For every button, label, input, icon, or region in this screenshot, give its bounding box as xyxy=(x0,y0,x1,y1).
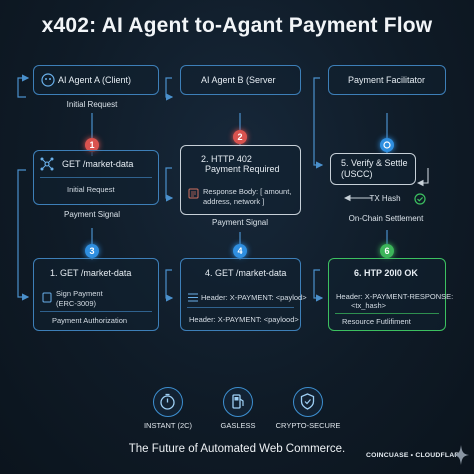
server-header-box: AI Agent B (Server xyxy=(180,65,301,95)
label-tx-hash: TX Hash xyxy=(369,194,401,203)
server-get-line1: Header: X-PAYMENT: <paylod> xyxy=(201,293,307,302)
check-circle-icon xyxy=(414,193,426,205)
sparkle-icon xyxy=(453,445,469,465)
facilitator-ok-line2: <tx_hash> xyxy=(351,301,387,310)
client-sign-box: 1. GET /market-data Sign Payment (ERC-30… xyxy=(33,258,159,331)
facilitator-verify-line1: 5. Verify & Settle xyxy=(341,158,408,168)
feature-instant-label: INSTANT (2C) xyxy=(143,421,193,430)
list-icon xyxy=(188,293,198,302)
client-header: AI Agent A (Client) xyxy=(58,75,132,85)
client-sign-line1: Sign Payment xyxy=(56,289,103,298)
feature-secure-label: CRYPTO-SECURE xyxy=(275,421,341,430)
server-402-title-line2: Payment Required xyxy=(205,164,280,174)
server-get-line2: Header: X-PAYMENT: <paylood> xyxy=(189,315,299,324)
client-get-title: GET /market-data xyxy=(62,159,134,169)
step-2-badge: 2 xyxy=(233,130,247,144)
client-header-box: AI Agent A (Client) xyxy=(33,65,159,95)
label-onchain-settlement: On-Chain Settlement xyxy=(348,214,424,223)
gear-icon xyxy=(383,141,391,149)
shield-icon xyxy=(300,393,315,410)
client-get-subtitle: Initial Request xyxy=(67,185,115,194)
fuel-pump-icon xyxy=(232,394,244,409)
step-1-badge: 1 xyxy=(85,138,99,152)
wallet-icon xyxy=(42,292,52,303)
client-sign-line2: (ERC-3009) xyxy=(56,299,97,308)
brand-footer: COINCUASE • CLOUDFLARE xyxy=(366,452,465,459)
stopwatch-icon xyxy=(160,393,175,410)
step-5-badge xyxy=(380,138,394,152)
robot-icon xyxy=(41,73,55,87)
facilitator-header: Payment Facilitator xyxy=(348,75,426,85)
server-get-title: 4. GET /market-data xyxy=(205,268,287,278)
facilitator-verify-box: 5. Verify & Settle (USCC) xyxy=(330,153,416,185)
feature-instant xyxy=(153,387,183,417)
divider xyxy=(187,307,294,308)
server-get-box: 4. GET /market-data Header: X-PAYMENT: <… xyxy=(180,258,307,331)
server-header: AI Agent B (Server xyxy=(201,75,276,85)
server-402-box: 2. HTTP 402 Payment Required Response Bo… xyxy=(180,145,301,215)
divider xyxy=(40,177,152,178)
step-3-badge: 3 xyxy=(85,244,99,258)
label-payment-signal-client: Payment Signal xyxy=(63,210,121,219)
facilitator-ok-footer: Resource Futlifiment xyxy=(342,317,411,326)
feature-secure xyxy=(293,387,323,417)
client-sign-footer: Payment Authorization xyxy=(52,316,128,325)
server-402-title-line1: 2. HTTP 402 xyxy=(201,154,252,164)
feature-gasless-label: GASLESS xyxy=(220,421,256,430)
facilitator-ok-line1: Header: X-PAYMENT-RESPONSE: xyxy=(336,292,454,301)
step-4-badge: 4 xyxy=(233,244,247,258)
facilitator-ok-box: 6. HTP 20l0 OK Header: X-PAYMENT-RESPONS… xyxy=(328,258,453,331)
divider xyxy=(335,313,439,314)
server-402-body-line2: address, network ] xyxy=(203,197,265,206)
facilitator-ok-title: 6. HTP 20l0 OK xyxy=(354,268,418,278)
label-payment-signal-server: Payment Signal xyxy=(211,218,269,227)
server-402-body-line1: Response Body: [ amount, xyxy=(203,187,292,196)
feature-gasless xyxy=(223,387,253,417)
label-initial-request: Initial Request xyxy=(66,100,118,109)
facilitator-header-box: Payment Facilitator xyxy=(328,65,446,95)
facilitator-verify-line2: (USCC) xyxy=(341,169,373,179)
step-6-badge: 6 xyxy=(380,244,394,258)
divider xyxy=(40,311,152,312)
page-title: x402: AI Agent to-Agant Payment Flow xyxy=(41,14,433,37)
client-sign-title: 1. GET /market-data xyxy=(50,268,132,278)
network-nodes-icon xyxy=(40,157,54,171)
tagline: The Future of Automated Web Commerce. xyxy=(128,443,346,455)
document-icon xyxy=(188,188,199,199)
client-get-box: GET /market-data Initial Request xyxy=(33,150,159,205)
